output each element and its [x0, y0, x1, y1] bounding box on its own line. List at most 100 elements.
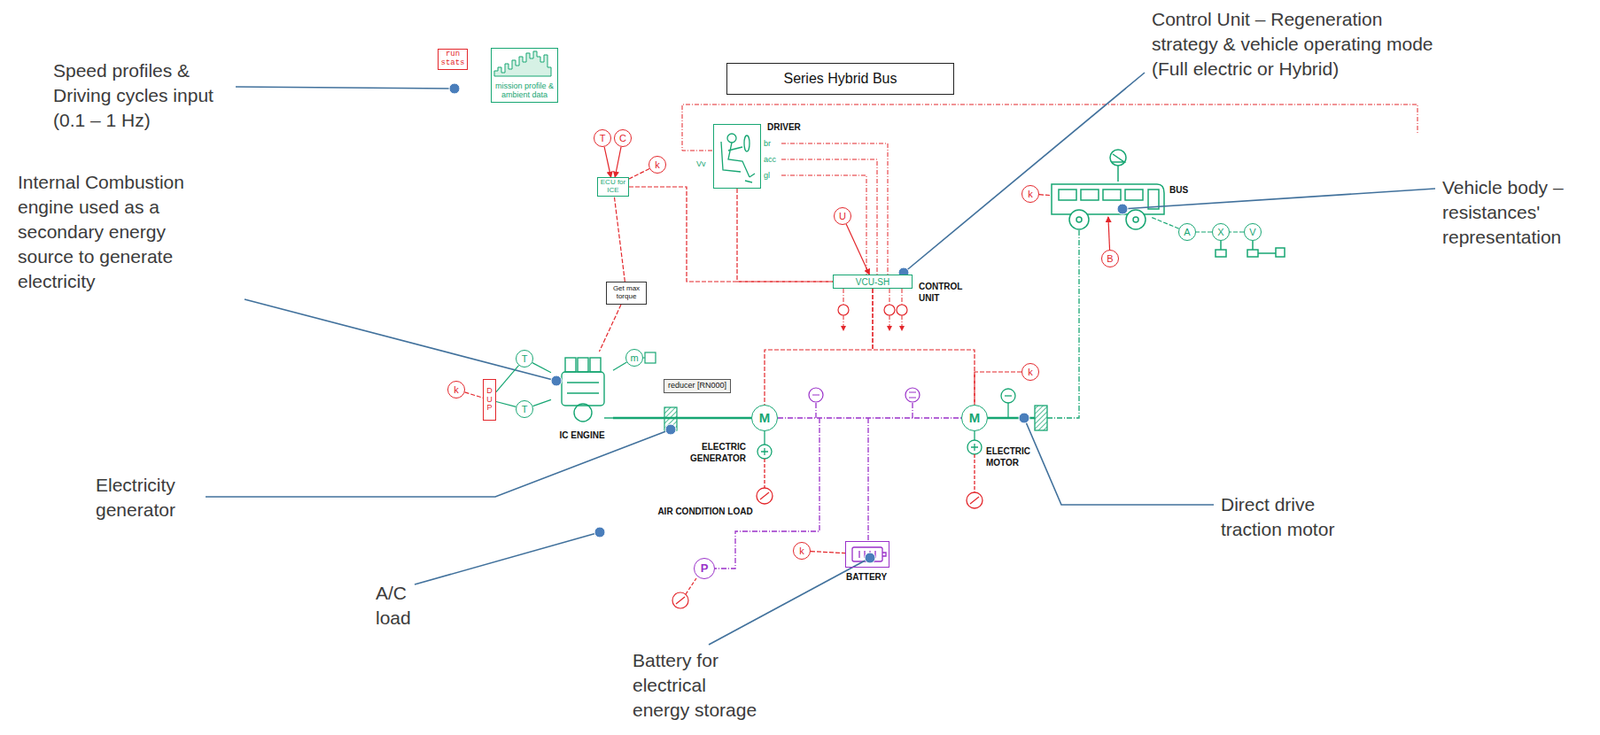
ecu-block: ECU for ICE: [597, 177, 630, 197]
motor-circle: MELECTRIC MOTOR: [961, 404, 988, 432]
sensor-circle: T: [515, 349, 534, 368]
node-text: VCU-SH: [855, 277, 890, 288]
sensor-circle: T: [593, 129, 612, 148]
engine-icon: [561, 357, 614, 422]
signal-wire: [604, 147, 611, 178]
sensor-circle: U: [833, 207, 852, 226]
signal-wire: [614, 147, 622, 178]
part-name: CONTROL UNIT: [918, 280, 981, 304]
signal-wire: [764, 288, 873, 405]
signal-wire: [737, 188, 833, 282]
bus-block: BUS: [1049, 181, 1166, 218]
mechanical-link: [1229, 231, 1244, 233]
mechanical-link: [1150, 217, 1180, 229]
callout-text: Control Unit – Regeneration strategy & v…: [1151, 7, 1445, 82]
gain-circle: k: [1021, 185, 1040, 203]
callout-text: Speed profiles & Driving cycles input (0…: [53, 58, 231, 133]
callout-text: Battery for electrical energy storage: [632, 648, 766, 723]
node-text: M: [759, 411, 771, 427]
node-text: M: [969, 411, 981, 427]
callout-text: Electricity generator: [95, 473, 202, 523]
signal-wire: [598, 304, 622, 352]
signal-wire: [682, 104, 1418, 328]
electric-sensors: [808, 388, 920, 403]
mechanical-link: [613, 362, 627, 371]
vcu-block: VCU-SHCONTROL UNIT: [832, 274, 913, 289]
mechanical-link: [496, 365, 520, 393]
node-text: X: [1217, 226, 1224, 238]
electric-wire: [777, 417, 962, 420]
sensor-circle: T: [515, 400, 534, 419]
part-name: DRIVER: [767, 121, 821, 133]
part-name: ELECTRIC MOTOR: [986, 445, 1040, 469]
motor-drive: [966, 229, 1080, 509]
sensor-circle: V: [1243, 223, 1262, 241]
gain-circle: k: [447, 380, 466, 399]
ac-command: [672, 578, 697, 609]
callout-dot: [449, 83, 1128, 564]
signal-wire: [1108, 217, 1111, 250]
node-text: V: [1249, 226, 1256, 238]
generator-circle: MELECTRIC GENERATOR: [751, 404, 778, 432]
mission-profile-block: mission profile & ambient data: [490, 47, 559, 103]
node-text: T: [521, 353, 529, 365]
signal-wire: [810, 551, 846, 554]
node-text: k: [1027, 188, 1034, 200]
ac-load-circle: PAIR CONDITION LOAD: [693, 558, 715, 580]
callout-text: Internal Combustion engine used as a sec…: [17, 170, 209, 295]
signal-wire: [1039, 194, 1050, 196]
node-text: T: [599, 132, 606, 144]
sensor-circle: X: [1211, 223, 1230, 241]
callout-text: A/C load: [375, 581, 420, 631]
signal-name: br: [763, 139, 782, 149]
bus-icon: [1051, 149, 1285, 257]
sensor-circle: B: [1101, 249, 1119, 268]
mechanical-link: [496, 401, 516, 407]
part-name: ELECTRIC GENERATOR: [667, 441, 746, 465]
node-text: A: [1183, 226, 1190, 238]
node-text: Get max torque: [608, 285, 645, 302]
part-name: IC ENGINE: [545, 429, 619, 442]
diagram-title: Series Hybrid Bus: [726, 62, 955, 95]
part-name: BATTERY: [846, 571, 909, 583]
sensor-circle: C: [613, 129, 632, 148]
callout-text: Vehicle body – resistances' representati…: [1442, 175, 1585, 250]
generator-sensors: [756, 431, 773, 505]
mechanical-link: [613, 417, 752, 420]
signal-wire: [629, 186, 833, 282]
node-text: k: [1027, 366, 1034, 378]
sensor-circle: m: [625, 349, 644, 367]
signal-wire: [465, 392, 483, 398]
signal-wire: [974, 372, 1022, 405]
signal-wire: [872, 288, 975, 405]
node-text: run stats: [440, 50, 466, 69]
mechanical-link: [532, 399, 552, 406]
node-text: reducer [RN000]: [667, 381, 727, 391]
node-text: DUP: [485, 387, 494, 414]
gain-circle: k: [1021, 363, 1040, 381]
node-text: m: [629, 352, 638, 364]
node-text: mission profile & ambient data: [493, 82, 556, 101]
sensor-link: [643, 357, 645, 359]
mechanical-link: [532, 363, 552, 373]
node-text: ECU for ICE: [599, 178, 627, 195]
node-text: k: [799, 545, 805, 557]
mass-sensor-box: [644, 352, 656, 364]
signal-wire: [613, 196, 625, 282]
callout-text: Direct drive traction motor: [1220, 492, 1354, 543]
mechanical-link: [1196, 231, 1212, 233]
signal-wire: [846, 224, 870, 275]
driver-block: DRIVER: [713, 124, 762, 189]
node-text: B: [1106, 253, 1113, 265]
signal-name: Vv: [696, 159, 713, 170]
reducer-tag: reducer [RN000]: [663, 379, 731, 394]
signal-name: gl: [763, 170, 782, 181]
node-text: U: [838, 210, 847, 222]
node-text: k: [654, 159, 661, 171]
engine-block: IC ENGINE: [551, 351, 614, 427]
gain-circle: k: [648, 155, 667, 174]
part-name: BUS: [1169, 184, 1205, 196]
node-text: k: [453, 384, 459, 396]
